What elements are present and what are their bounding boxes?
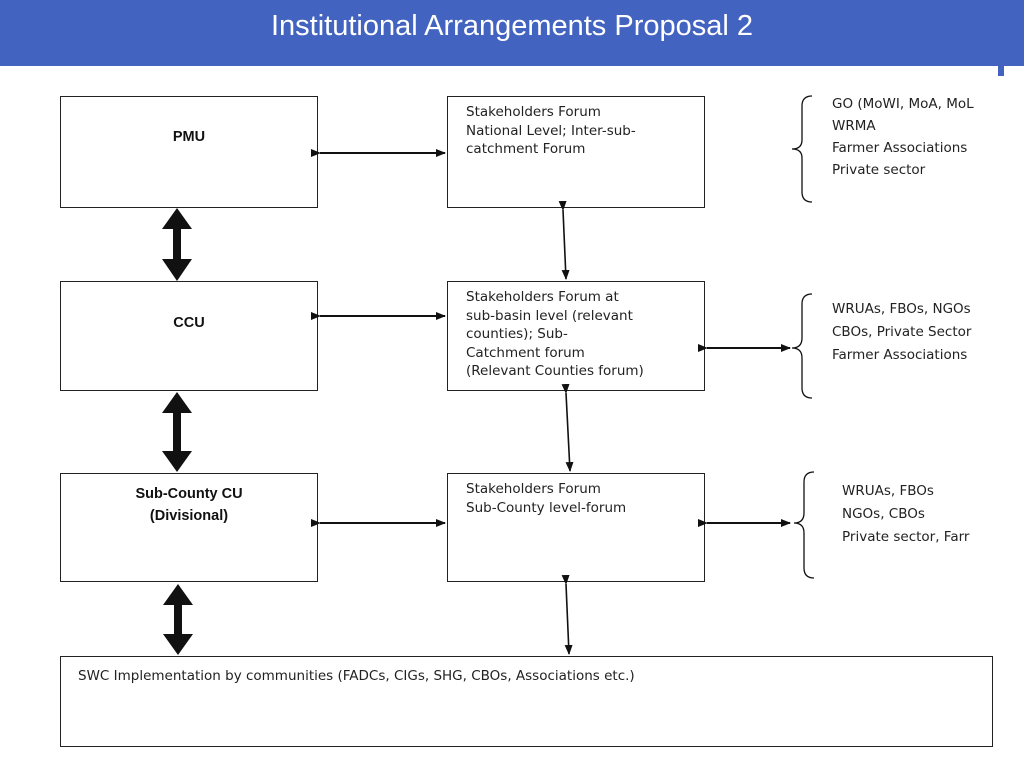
sub-county-forum-box: Stakeholders Forum Sub-County level-foru…	[447, 473, 705, 582]
forum-line: catchment Forum	[466, 141, 586, 157]
group-list-sub-county: WRUAs, FBOs NGOs, CBOs Private sector, F…	[842, 480, 1004, 549]
swc-implementation-box: SWC Implementation by communities (FADCs…	[60, 656, 993, 747]
ccu-box: CCU	[60, 281, 318, 391]
slide-title: Institutional Arrangements Proposal 2	[271, 10, 753, 42]
forum-line: Stakeholders Forum	[466, 481, 601, 497]
thick-arrow-pmu-ccu	[162, 208, 192, 281]
group-item: Farmer Associations	[832, 140, 968, 156]
sub-county-cu-box: Sub-County CU (Divisional)	[60, 473, 318, 582]
swc-implementation-text: SWC Implementation by communities (FADCs…	[78, 668, 635, 684]
group-list-sub-basin: WRUAs, FBOs, NGOs CBOs, Private Sector F…	[832, 298, 1004, 367]
pmu-box: PMU	[60, 96, 318, 208]
ccu-label: CCU	[173, 315, 205, 331]
forum-line: sub-basin level (relevant	[466, 307, 633, 324]
group-list-national: GO (MoWI, MoA, MoL WRMA Farmer Associati…	[832, 93, 1004, 181]
brace-sub-county-groups	[793, 471, 815, 579]
group-item: WRUAs, FBOs	[842, 483, 934, 499]
national-forum-box: Stakeholders Forum National Level; Inter…	[447, 96, 705, 208]
thick-arrow-ccu-subcounty	[162, 392, 192, 472]
group-item: NGOs, CBOs	[842, 506, 925, 522]
thick-arrow-subcounty-swc	[163, 584, 193, 655]
group-item: GO (MoWI, MoA, MoL	[832, 96, 974, 112]
sub-county-cu-label: Sub-County CU	[135, 486, 243, 502]
sub-basin-forum-box: Stakeholders Forum at sub-basin level (r…	[447, 281, 705, 391]
forum-line: Stakeholders Forum at	[466, 289, 619, 305]
pmu-label: PMU	[172, 129, 206, 145]
forum-vertical-arrow-2	[561, 383, 574, 472]
slide-header	[0, 0, 1024, 66]
forum-line: (Relevant Counties forum)	[466, 363, 644, 379]
group-item: Private sector	[832, 162, 926, 178]
header-underline-gap	[6, 66, 998, 76]
group-item: WRUAs, FBOs, NGOs	[832, 301, 971, 317]
group-item: CBOs, Private Sector	[832, 324, 972, 340]
group-item: Farmer Associations	[832, 347, 968, 363]
forum-line: Catchment forum	[466, 344, 585, 361]
forum-line: Sub-County level-forum	[466, 499, 627, 516]
forum-vertical-arrow-3	[561, 574, 573, 655]
forum-line: Stakeholders Forum	[466, 104, 601, 120]
group-item: Private sector, Farr	[842, 529, 970, 545]
brace-national-groups	[791, 95, 813, 203]
brace-sub-basin-groups	[791, 293, 813, 399]
forum-line: National Level; Inter-sub-	[466, 122, 636, 139]
group-item: WRMA	[832, 118, 876, 134]
forum-vertical-arrow-1	[558, 200, 570, 280]
forum-line: counties); Sub-	[466, 326, 568, 342]
divisional-label: (Divisional)	[149, 508, 229, 524]
